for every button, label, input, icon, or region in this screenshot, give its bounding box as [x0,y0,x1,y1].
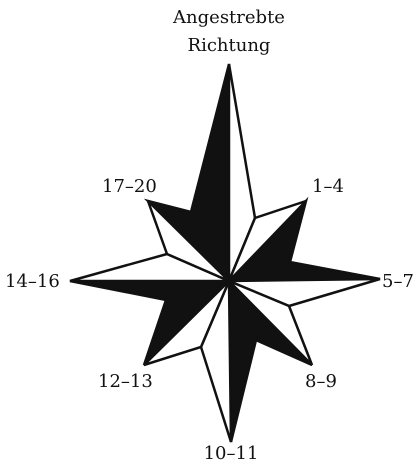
diagram-title-line-2: Richtung [188,35,271,56]
diagram-title-line-1: Angestrebte [172,7,285,28]
label-sw: 12–13 [98,371,153,392]
label-s: 10–11 [204,443,259,464]
label-w: 14–16 [5,271,60,292]
label-se: 8–9 [305,371,337,392]
label-nw: 17–20 [102,176,157,197]
label-ne: 1–4 [312,176,344,197]
label-e: 5–7 [382,271,414,292]
